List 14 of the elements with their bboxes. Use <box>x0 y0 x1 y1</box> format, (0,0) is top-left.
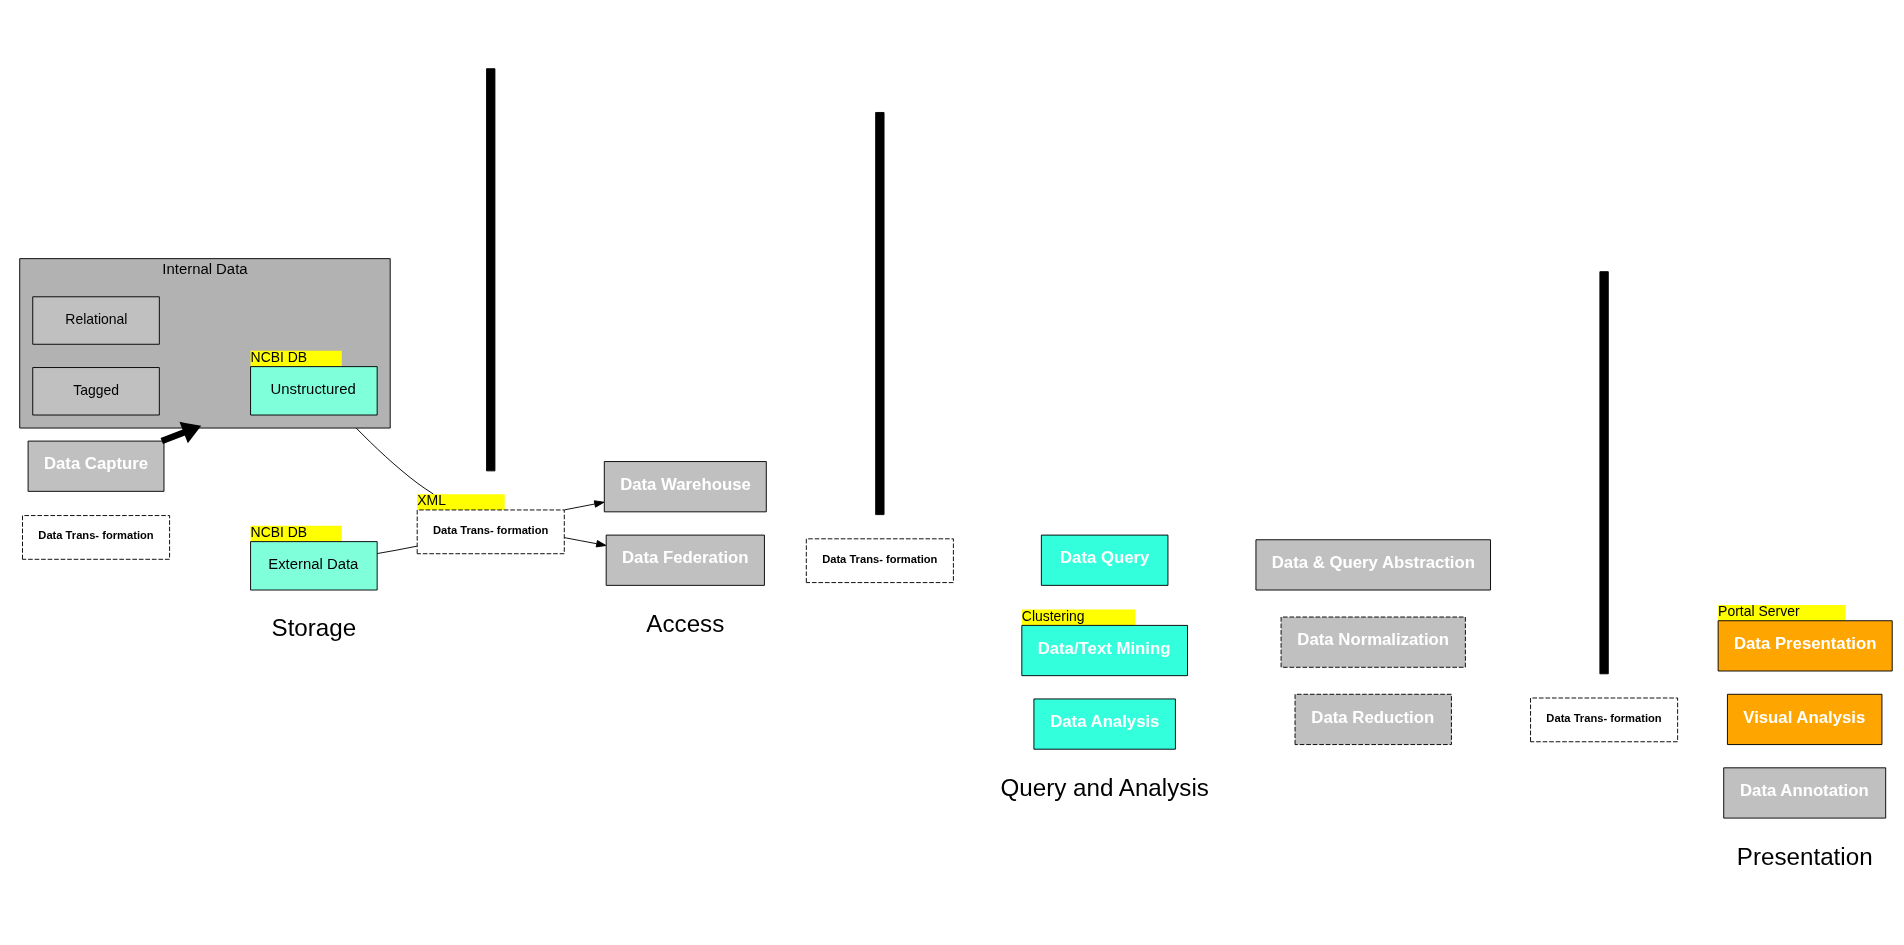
connector <box>355 427 434 495</box>
node-label: XML <box>417 492 446 509</box>
label: Presentation <box>1736 842 1873 870</box>
label: Query and Analysis <box>1000 774 1209 802</box>
label: Storage <box>271 613 357 641</box>
node-label: NCBI DB <box>250 348 308 365</box>
arrow <box>564 537 607 548</box>
node-label: NCBI DB <box>250 523 308 540</box>
arrow <box>564 500 605 511</box>
arrow <box>160 421 202 445</box>
node-label: Portal Server <box>1718 603 1800 620</box>
connector <box>376 545 418 554</box>
label: Access <box>646 610 725 638</box>
node-label: Clustering <box>1021 607 1085 624</box>
